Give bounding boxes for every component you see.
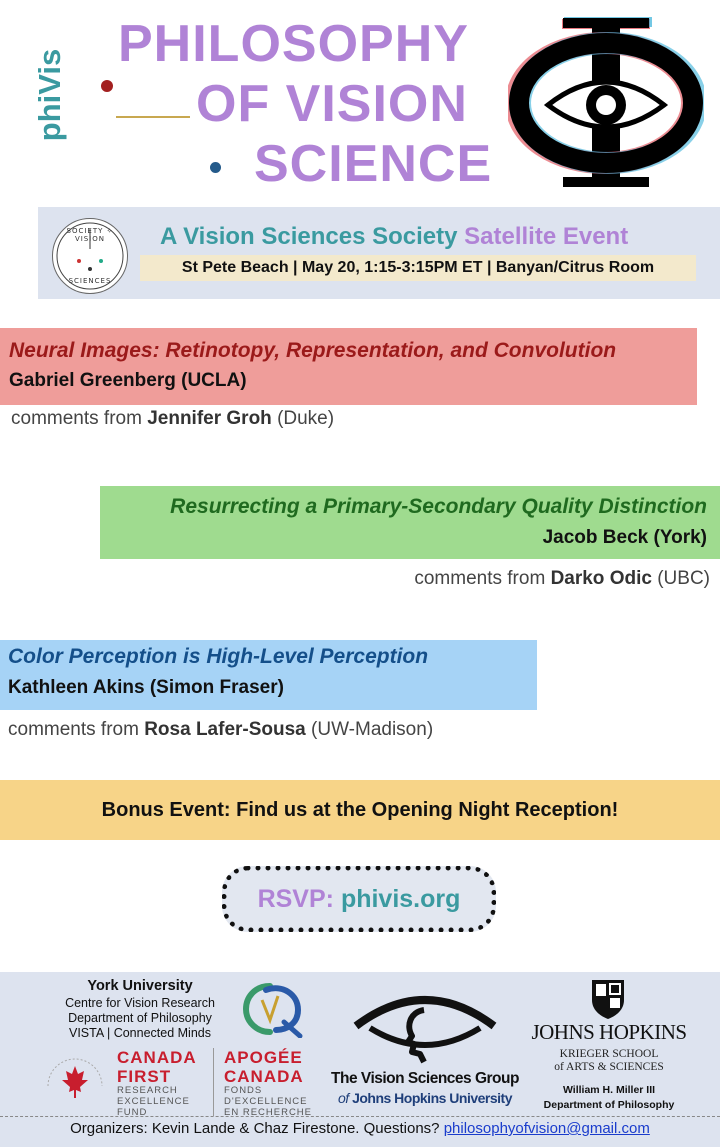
phivis-side-logo: phiVis	[20, 40, 80, 150]
eye-profile-logo-icon	[353, 996, 497, 1064]
commenter-affiliation: (Duke)	[277, 408, 335, 429]
connected-minds-logo-icon	[242, 983, 303, 1038]
york-university-name: York University	[87, 978, 193, 994]
apogee-sub-3: EN RECHERCHE	[224, 1107, 313, 1118]
bonus-text: Bonus Event: Find us at the Opening Nigh…	[101, 799, 619, 821]
jhu-school-1: KRIEGER SCHOOL	[559, 1048, 659, 1060]
rsvp-url[interactable]: phivis.org	[340, 885, 461, 913]
talk-2-band	[100, 486, 720, 559]
vss-headline-part2: Satellite Event	[464, 223, 629, 250]
title-line-2: OF VISION	[196, 75, 468, 133]
commenter-affiliation: (UW-Madison)	[311, 719, 434, 740]
york-line-2: Department of Philosophy	[68, 1011, 212, 1025]
seal-text-bottom: SCIENCES	[68, 277, 112, 285]
title-line-3: SCIENCE	[254, 135, 493, 193]
jhu-dept-2: Department of Philosophy	[543, 1099, 675, 1111]
apogee-line1: APOGÉE	[224, 1048, 303, 1067]
commenter-name: Rosa Lafer-Sousa	[144, 719, 306, 740]
red-dot-decoration	[101, 80, 113, 92]
canada-first-line2: FIRST	[117, 1067, 172, 1086]
canada-first-name: CANADA FIRST	[117, 1048, 197, 1086]
canada-first-line1: CANADA	[117, 1048, 197, 1067]
vss-headline: A Vision Sciences Society Satellite Even…	[160, 223, 628, 251]
rsvp-link[interactable]: RSVP: phivis.org	[222, 866, 496, 932]
talk-3-band	[0, 640, 537, 710]
contact-email-link[interactable]: philosophyofvision@gmail.com	[443, 1120, 650, 1137]
talk-1-speaker: Gabriel Greenberg (UCLA)	[9, 370, 247, 391]
phi-eye-logo-icon	[508, 17, 704, 187]
comment-prefix: comments from	[414, 568, 546, 589]
seal-text-top: SOCIETY ✧ VISION	[66, 227, 114, 243]
line-decoration	[116, 116, 190, 118]
talk-3-speaker: Kathleen Akins (Simon Fraser)	[8, 677, 284, 698]
vsg-jhu-line: of Johns Hopkins University	[330, 1090, 520, 1106]
cf-sub-1: RESEARCH	[117, 1085, 178, 1096]
organizers-line: Organizers: Kevin Lande & Chaz Firestone…	[0, 1120, 720, 1137]
commenter-name: Jennifer Groh	[147, 408, 272, 429]
commenter-name: Darko Odic	[550, 568, 652, 589]
talk-3-title: Color Perception is High-Level Perceptio…	[8, 645, 429, 668]
vsg-name: The Vision Sciences Group	[331, 1070, 519, 1087]
cf-sub-2: EXCELLENCE	[117, 1096, 190, 1107]
comment-prefix: comments from	[8, 719, 139, 740]
canada-first-subtitle: RESEARCH EXCELLENCE FUND	[117, 1085, 190, 1118]
event-details: St Pete Beach | May 20, 1:15-3:15PM ET |…	[140, 255, 696, 281]
footer-divider	[0, 1116, 720, 1118]
talk-1-title: Neural Images: Retinotopy, Representatio…	[9, 339, 617, 362]
apogee-canada-name: APOGÉE CANADA	[224, 1048, 304, 1086]
talk-1-band	[0, 328, 697, 405]
vsg-of: of	[337, 1090, 349, 1106]
phivis-logo-text: phiVis	[32, 48, 67, 142]
vss-headline-part1: A Vision Sciences Society	[160, 223, 458, 250]
apogee-line2: CANADA	[224, 1067, 304, 1086]
jhu-dept-1: William H. Miller III	[562, 1084, 656, 1096]
vsg-jhu: Johns Hopkins University	[352, 1090, 512, 1106]
york-line-1: Centre for Vision Research	[65, 996, 215, 1010]
commenter-affiliation: (UBC)	[657, 568, 710, 589]
canada-divider	[213, 1048, 214, 1116]
vss-banner	[38, 207, 720, 299]
talk-2-comments: comments from Darko Odic (UBC)	[414, 568, 710, 590]
comment-prefix: comments from	[11, 408, 142, 429]
rsvp-label: RSVP:	[257, 885, 334, 913]
apogee-sub-1: FONDS	[224, 1085, 263, 1096]
talk-1-comments: comments from Jennifer Groh (Duke)	[11, 408, 334, 430]
jhu-name: JOHNS HOPKINS	[531, 1020, 687, 1044]
organizers-text: Organizers: Kevin Lande & Chaz Firestone…	[70, 1120, 440, 1137]
jhu-school-2: of ARTS & SCIENCES	[554, 1061, 664, 1073]
bonus-banner	[0, 780, 720, 840]
apogee-sub-2: D'EXCELLENCE	[224, 1096, 308, 1107]
talk-3-comments: comments from Rosa Lafer-Sousa (UW-Madis…	[8, 719, 433, 741]
rsvp-box[interactable]	[222, 866, 496, 932]
cf-sub-3: FUND	[117, 1107, 148, 1118]
apogee-subtitle: FONDS D'EXCELLENCE EN RECHERCHE	[224, 1085, 312, 1118]
talk-2-speaker: Jacob Beck (York)	[542, 527, 707, 548]
maple-leaf-icon	[47, 1058, 103, 1098]
blue-dot-decoration	[210, 162, 221, 173]
talk-2-title: Resurrecting a Primary-Secondary Quality…	[170, 495, 707, 518]
york-line-3: VISTA | Connected Minds	[69, 1026, 211, 1040]
vision-sciences-society-seal-icon: SOCIETY ✧ VISION SCIENCES	[52, 218, 128, 294]
jhu-shield-icon	[592, 980, 624, 1019]
title-line-1: PHILOSOPHY	[118, 15, 469, 73]
